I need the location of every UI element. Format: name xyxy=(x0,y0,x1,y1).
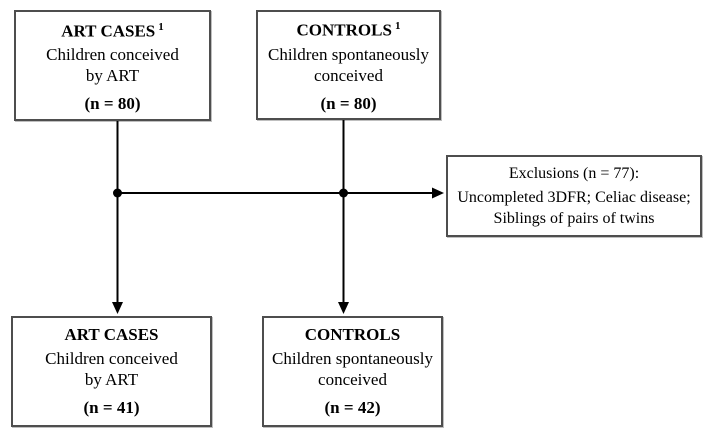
box-description-line: conceived xyxy=(318,370,387,389)
junction-dot-right xyxy=(339,188,348,198)
arrowhead-controls-down-icon xyxy=(338,302,349,314)
sample-size-label: (n = 41) xyxy=(83,398,140,417)
box-title: CONTROLS xyxy=(305,324,400,346)
exclusions-title: Exclusions (n = 77): xyxy=(508,165,640,182)
box-description-line: Children conceived xyxy=(46,45,179,65)
box-title-text: CONTROLS xyxy=(304,325,401,344)
box-description-line: by ART xyxy=(84,370,139,389)
box-description-line: Children spontaneously xyxy=(271,349,433,368)
box-description-line: Children spontaneously xyxy=(267,44,429,64)
footnote-marker: 1 xyxy=(394,20,401,33)
box-title-text: CONTROLS xyxy=(296,20,392,40)
junction-dot-left xyxy=(113,188,122,198)
box-exclusions: Exclusions (n = 77): Uncompleted 3DFR; C… xyxy=(446,155,702,237)
sample-size-label: (n = 42) xyxy=(324,398,381,417)
box-title: ART CASES xyxy=(64,324,158,346)
box-art-cases-final: ART CASES Children conceived by ART (n =… xyxy=(11,316,212,427)
box-description-line: conceived xyxy=(314,65,383,85)
box-title-text: ART CASES xyxy=(61,21,156,41)
arrowhead-art-down-icon xyxy=(112,302,123,314)
sample-size-label: (n = 80) xyxy=(84,94,141,114)
exclusions-reason-line: Uncompleted 3DFR; Celiac disease; xyxy=(457,189,691,206)
sample-size-label: (n = 80) xyxy=(320,93,377,113)
box-description-line: Children conceived xyxy=(45,349,178,368)
box-description-line: by ART xyxy=(85,66,140,86)
box-controls-final: CONTROLS Children spontaneously conceive… xyxy=(262,316,443,427)
exclusions-reason-line: Siblings of pairs of twins xyxy=(493,210,655,227)
arrowhead-exclusions-right-icon xyxy=(432,187,444,199)
box-title-text: ART CASES xyxy=(64,325,159,344)
footnote-marker: 1 xyxy=(158,20,164,33)
